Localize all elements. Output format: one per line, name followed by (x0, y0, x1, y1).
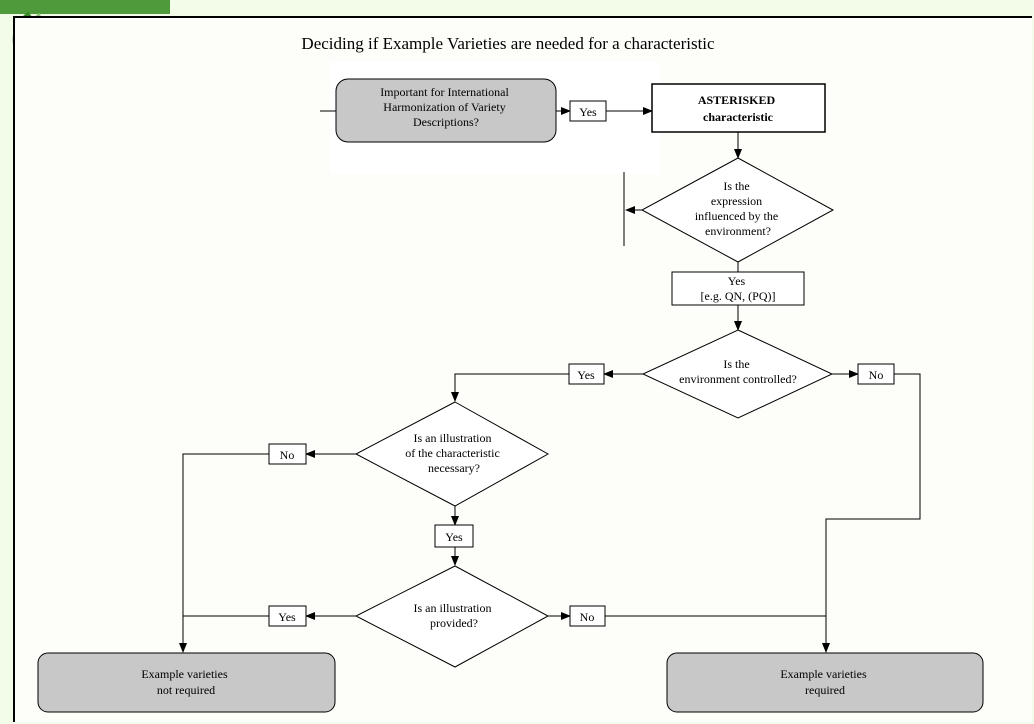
yes-qn-box: Yes [e.g. QN, (PQ)] (671, 271, 805, 306)
svg-text:Example varieties requ: Example varieties required (780, 667, 869, 697)
not-required-line-2: not required (157, 683, 215, 697)
controlled-line-1: Is the (723, 357, 749, 371)
svg-text:Important for International: Important for International Harmonizatio… (380, 85, 512, 129)
influenced-decision: Is the expression influenced by the envi… (623, 157, 835, 263)
asterisked-line-2: characteristic (703, 110, 774, 124)
required-line-1: Example varieties (780, 667, 867, 681)
svg-text:ASTERISKED characteris: ASTERISKED characteristic (698, 93, 778, 124)
illustration-provided-decision: Is an illustration provided? (354, 565, 550, 668)
svg-text:Yes: Yes (579, 105, 597, 119)
svg-text:Is an illustration pro: Is an illustration provided? (414, 601, 495, 630)
svg-text:No: No (869, 368, 884, 382)
svg-text:No: No (280, 448, 295, 462)
influenced-line-1: Is the (723, 179, 749, 193)
arrow-no-not-required (179, 453, 269, 653)
label-yes-1: Yes (569, 100, 607, 122)
arrow-no-required (822, 373, 921, 653)
svg-text:Yes: Yes (278, 610, 296, 624)
terminal-required: Example varieties required (666, 652, 984, 713)
necessary-line-1: Is an illustration (414, 431, 492, 445)
provided-line-1: Is an illustration (414, 601, 492, 615)
svg-text:Yes: Yes (445, 530, 463, 544)
asterisked-line-1: ASTERISKED (698, 93, 776, 107)
start-line-3: Descriptions? (413, 115, 479, 129)
arrow-yes-illustration-necessary (451, 373, 569, 402)
not-required-line-1: Example varieties (141, 667, 228, 681)
required-line-2: required (805, 683, 845, 697)
asterisked-node: ASTERISKED characteristic (651, 83, 826, 133)
influenced-line-4: environment? (705, 224, 771, 238)
svg-text:Yes: Yes (577, 368, 595, 382)
provided-line-2: provided? (430, 616, 478, 630)
diagram-title: Deciding if Example Varieties are needed… (301, 34, 715, 53)
controlled-line-2: environment controlled? (679, 372, 797, 386)
necessary-line-2: of the characteristic (405, 446, 500, 460)
label-yes-3: Yes (434, 524, 474, 548)
influenced-line-2: expression (711, 194, 762, 208)
svg-text:Yes [e.g. QN, (PQ)]: Yes [e.g. QN, (PQ)] (701, 274, 776, 303)
illustration-necessary-decision: Is an illustration of the characteristic… (354, 401, 550, 507)
label-yes-2: Yes (568, 363, 605, 385)
necessary-line-3: necessary? (428, 461, 480, 475)
label-yes-4: Yes (268, 605, 307, 627)
terminal-not-required: Example varieties not required (37, 652, 336, 713)
label-no-2: No (268, 443, 307, 465)
svg-text:Is the environment con: Is the environment controlled? (679, 357, 797, 386)
start-line-1: Important for International (380, 85, 509, 99)
influenced-line-3: influenced by the (695, 209, 778, 223)
label-no-3: No (569, 605, 606, 627)
svg-text:Is an illustration of: Is an illustration of the characteristic… (405, 431, 503, 475)
svg-text:Example varieties not: Example varieties not required (141, 667, 230, 697)
svg-text:No: No (580, 610, 595, 624)
svg-text:Is the expression: Is the expression influenced by the envi… (695, 179, 781, 238)
yes-qn-line-2: [e.g. QN, (PQ)] (701, 289, 776, 303)
label-no-1: No (857, 363, 895, 385)
yes-qn-line-1: Yes (728, 274, 746, 288)
start-line-2: Harmonization of Variety (383, 100, 505, 114)
start-node: Important for International Harmonizatio… (320, 78, 557, 143)
controlled-decision: Is the environment controlled? (641, 329, 834, 419)
